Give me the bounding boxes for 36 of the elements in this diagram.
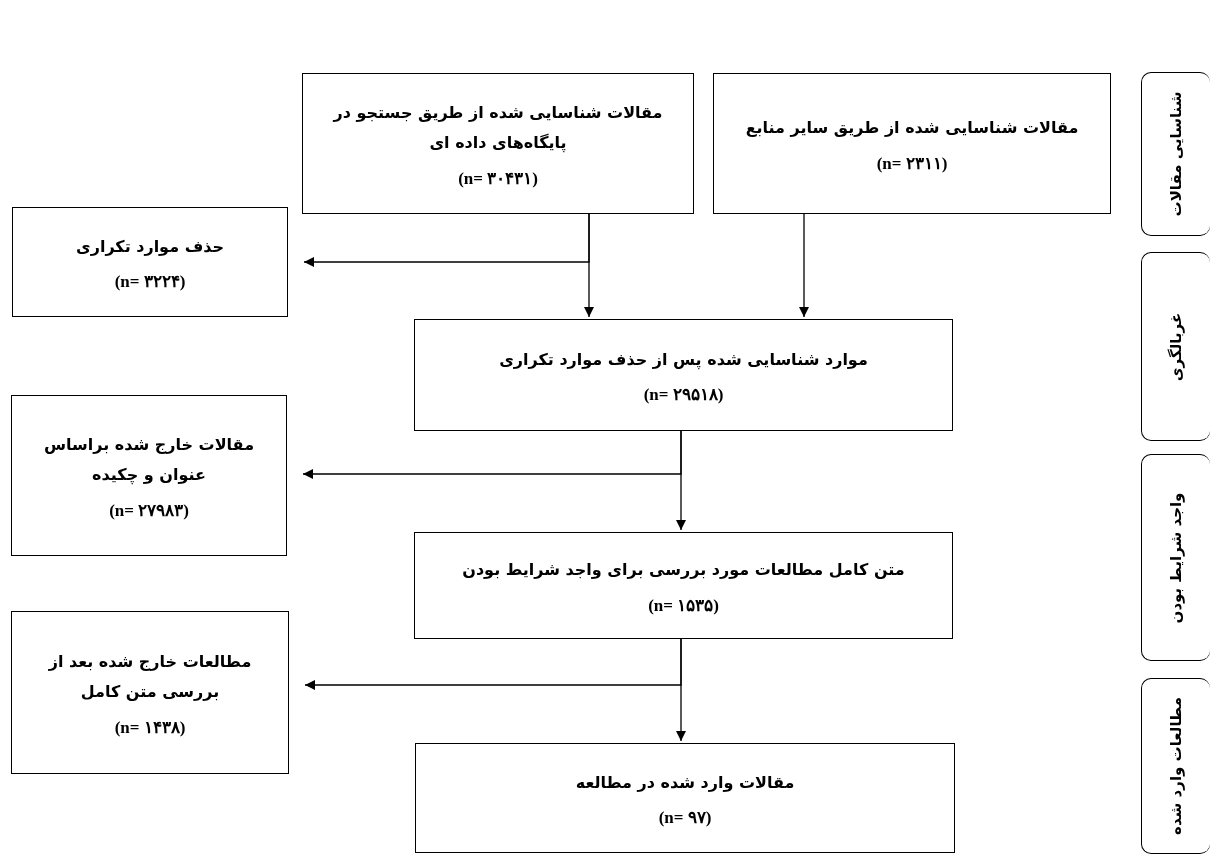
arrow	[676, 430, 686, 531]
count-label: (n= ۱۴۳۸)	[114, 717, 186, 739]
stage-box	[1141, 454, 1210, 661]
count-label: (n= ۲۷۹۸۳)	[109, 500, 189, 522]
process-box	[302, 73, 694, 214]
box-text: مقالات خارج شده براساس عنوان و چکیده	[42, 433, 256, 487]
process-box	[12, 207, 288, 317]
process-box	[11, 395, 287, 556]
stage-box	[1141, 72, 1210, 236]
process-box	[11, 611, 289, 774]
count-label: (n= ۲۳۱۱)	[876, 153, 948, 174]
arrow	[676, 638, 686, 742]
process-box	[414, 532, 953, 639]
arrow	[799, 213, 809, 318]
count-label: (n= ۳۲۲۴)	[114, 272, 186, 293]
stage-box	[1141, 252, 1210, 441]
stage-box	[1141, 678, 1210, 854]
count-label: (n= ۲۹۵۱۸)	[643, 385, 724, 406]
box-text: مقالات شناسایی شده از طریق جستجو در پایگاه‌های داده ای	[331, 101, 664, 155]
process-box	[415, 743, 955, 853]
stage-label: شناسایی مقالات	[1167, 91, 1185, 217]
count-label: (n= ۱۵۳۵)	[648, 595, 719, 616]
box-text: متن کامل مطالعات مورد بررسی برای واجد شرایط بودن	[462, 559, 905, 582]
box-text: موارد شناسایی شده پس از حذف موارد تکراری	[499, 348, 868, 372]
count-label: (n= ۳۰۴۳۱)	[458, 168, 538, 190]
arrow	[584, 213, 594, 318]
stage-label: غربالگری	[1167, 312, 1185, 381]
box-text: مقالات وارد شده در مطالعه	[575, 771, 795, 794]
stage-label: واجد شرایط بودن	[1167, 492, 1185, 623]
box-text: حذف موارد تکراری	[76, 235, 224, 258]
process-box	[713, 73, 1111, 214]
box-text: مقالات شناسایی شده از طریق سایر منابع	[745, 117, 1079, 140]
stage-label: مطالعات وارد شده	[1167, 697, 1185, 835]
box-text: مطالعات خارج شده بعد از بررسی متن کامل	[47, 650, 253, 704]
process-box	[414, 319, 953, 431]
count-label: (n= ۹۷)	[658, 808, 712, 829]
